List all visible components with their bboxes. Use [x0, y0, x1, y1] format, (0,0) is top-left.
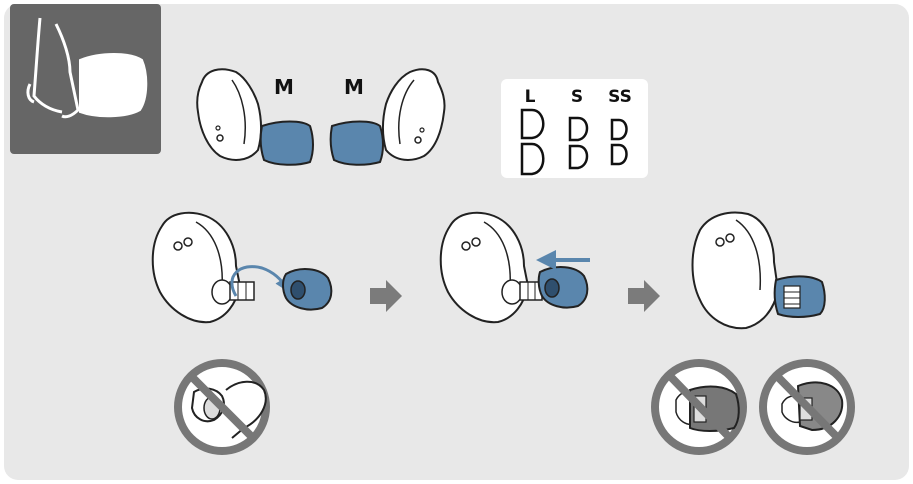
tip-outline-l — [520, 142, 545, 176]
earbud-tip-icon — [10, 4, 161, 154]
prohibited-icon — [759, 359, 855, 455]
right-arrow-icon — [628, 280, 660, 312]
step-1-eartip — [282, 268, 333, 311]
prohibited-icon — [651, 359, 747, 455]
right-eartip-m — [329, 120, 384, 166]
prohibited-icon — [174, 359, 270, 455]
left-earbud — [196, 68, 262, 161]
right-size-label: M — [344, 75, 364, 99]
tip-outline-s — [568, 144, 589, 170]
step-3-earbud — [691, 211, 780, 330]
rotate-arrow-icon — [230, 265, 290, 297]
step-2-earbud — [439, 211, 543, 324]
size-label-s: S — [571, 87, 583, 107]
right-arrow-icon — [370, 280, 402, 312]
tip-outline-s — [568, 116, 589, 142]
tip-outline-ss — [610, 118, 628, 141]
step-1-earbud — [151, 211, 290, 324]
size-label-l: L — [525, 87, 536, 107]
step-2-eartip — [537, 266, 589, 309]
size-label-ss: SS — [608, 87, 632, 107]
left-eartip-m — [259, 120, 314, 166]
size-chart: L S SS — [501, 79, 648, 178]
right-earbud — [382, 68, 446, 161]
tip-outline-ss — [610, 143, 628, 166]
step-3-eartip-attached — [773, 275, 826, 318]
tip-outline-l — [520, 108, 545, 140]
left-size-label: M — [274, 75, 294, 99]
